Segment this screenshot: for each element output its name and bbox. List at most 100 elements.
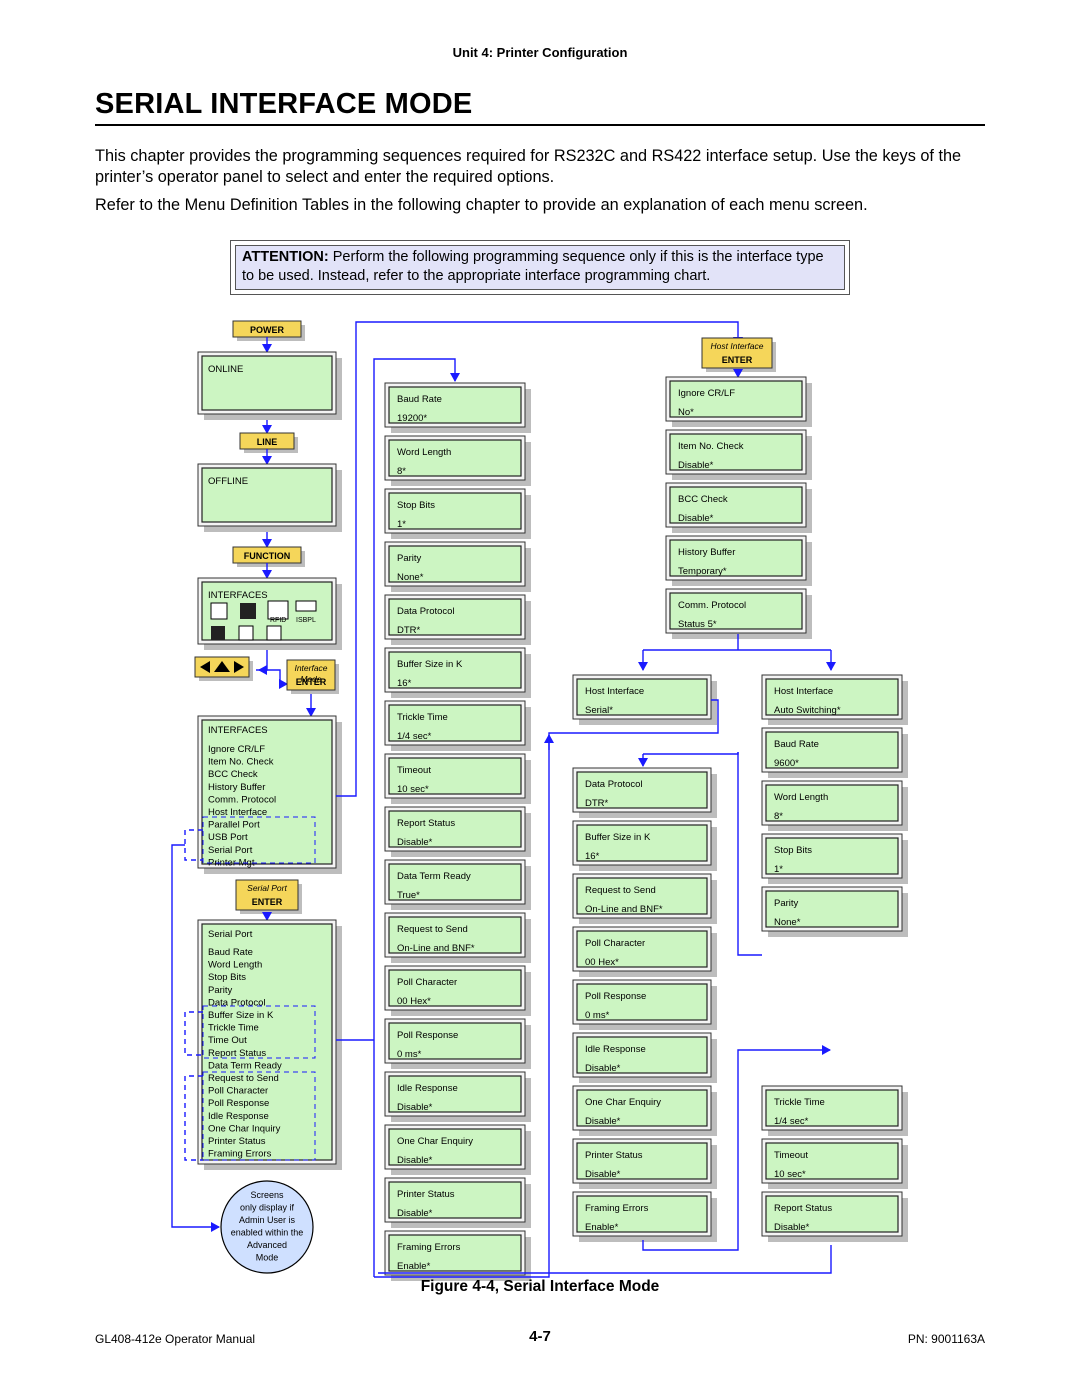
serial-setting-4-value: DTR* bbox=[397, 625, 421, 636]
interfaces-menu-item-0: Ignore CR/LF bbox=[208, 744, 265, 755]
serial-setting-8-display bbox=[388, 810, 522, 848]
interfaces-menu-title: INTERFACES bbox=[208, 725, 268, 736]
serial-setting-1-label: Word Length bbox=[397, 447, 451, 458]
serial-menu-item-13: Idle Response bbox=[208, 1111, 269, 1122]
col3-setting-4-value: 0 ms* bbox=[585, 1010, 610, 1021]
arrow-col4-loop bbox=[737, 752, 762, 956]
serial-menu-item-4: Data Protocol bbox=[208, 997, 266, 1008]
serial-setting-3-label: Parity bbox=[397, 553, 422, 564]
serial-menu-item-6: Trickle Time bbox=[208, 1023, 259, 1034]
admin-note-line-0: Screens bbox=[250, 1190, 284, 1200]
col4-top-setting-0-value: 9600* bbox=[774, 758, 799, 769]
arrow-col3-hook bbox=[643, 752, 739, 755]
col3-setting-0-value: DTR* bbox=[585, 798, 609, 809]
interface-mode-key-mid: Mode bbox=[300, 674, 322, 684]
arrow-dashed-to-note bbox=[171, 844, 220, 1232]
attention-text: Perform the following programming sequen… bbox=[242, 249, 824, 284]
serial-setting-4-display bbox=[388, 598, 522, 636]
admin-note-line-5: Mode bbox=[256, 1253, 279, 1263]
page-title: SERIAL INTERFACE MODE bbox=[95, 88, 473, 120]
host-setting-4-label: Comm. Protocol bbox=[678, 600, 746, 611]
footer-page-number: 4-7 bbox=[529, 1328, 551, 1345]
col3-setting-6-value: Disable* bbox=[585, 1116, 621, 1127]
host-setting-0-value: No* bbox=[678, 407, 694, 418]
col4-bottom-setting-2-display bbox=[765, 1195, 899, 1233]
interfaces-menu-item-2: BCC Check bbox=[208, 769, 258, 780]
serial-setting-16-value: Enable* bbox=[397, 1261, 431, 1272]
serial-setting-8-label: Report Status bbox=[397, 818, 455, 829]
admin-note-line-3: enabled within the bbox=[231, 1228, 304, 1238]
serial-setting-12-value: 0 ms* bbox=[397, 1049, 422, 1060]
interfaces-menu-item-5: Host Interface bbox=[208, 807, 267, 818]
col4-bottom-setting-0-value: 1/4 sec* bbox=[774, 1116, 809, 1127]
col4-top-setting-2-value: 1* bbox=[774, 864, 783, 875]
line-key-text: LINE bbox=[257, 437, 278, 447]
serial-setting-10-display bbox=[388, 916, 522, 954]
col3-setting-5-label: Idle Response bbox=[585, 1044, 646, 1055]
footer-part-number: PN: 9001163A bbox=[907, 1332, 985, 1346]
offline-screen-display bbox=[201, 467, 333, 523]
online-screen-display bbox=[201, 355, 333, 411]
serial-setting-0-display bbox=[388, 386, 522, 424]
serial-setting-0-value: 19200* bbox=[397, 413, 427, 424]
serial-menu-item-10: Request to Send bbox=[208, 1073, 279, 1084]
arrow-col3-to-col4 bbox=[642, 1045, 831, 1251]
col4-bottom-setting-1-value: 10 sec* bbox=[774, 1169, 806, 1180]
interfaces-dashed-group bbox=[202, 816, 316, 864]
arrow-col3-loop bbox=[374, 699, 719, 1278]
serial-setting-7-label: Timeout bbox=[397, 765, 431, 776]
col4-bottom-setting-2-value: Disable* bbox=[774, 1222, 810, 1233]
col4-bottom-setting-1-display bbox=[765, 1142, 899, 1180]
arrow-to-nav bbox=[258, 650, 268, 675]
wizard-icon bbox=[210, 602, 228, 620]
col3-setting-3-display bbox=[576, 930, 708, 968]
left-arrow-icon bbox=[200, 661, 210, 673]
host-interface-enter-key-key bbox=[701, 337, 773, 369]
barcode-icon bbox=[267, 600, 289, 620]
col4-bottom-setting-0-label: Trickle Time bbox=[774, 1097, 825, 1108]
col4-bottom-setting-2-label: Report Status bbox=[774, 1203, 832, 1214]
serial-setting-14-display bbox=[388, 1128, 522, 1166]
serial-menu-item-14: One Char Inquiry bbox=[208, 1123, 281, 1134]
col4-bottom-setting-0-display bbox=[765, 1089, 899, 1127]
col3-setting-2-display bbox=[576, 877, 708, 915]
serial-setting-10-label: Request to Send bbox=[397, 924, 468, 935]
tools-icon bbox=[211, 626, 225, 640]
serial-setting-16-label: Framing Errors bbox=[397, 1242, 461, 1253]
running-header: Unit 4: Printer Configuration bbox=[452, 45, 628, 60]
arrow-nav-to-enter bbox=[256, 669, 288, 689]
serial-setting-2-display bbox=[388, 492, 522, 530]
serial-setting-12-label: Poll Response bbox=[397, 1030, 458, 1041]
serial-setting-6-value: 1/4 sec* bbox=[397, 731, 432, 742]
serial-setting-4-label: Data Protocol bbox=[397, 606, 455, 617]
serial-setting-8-value: Disable* bbox=[397, 837, 433, 848]
host-setting-0-display bbox=[669, 380, 803, 418]
auto-switch-screen-label: Host Interface bbox=[774, 686, 833, 697]
serial-port-enter-key-top-text: Serial Port bbox=[247, 883, 287, 893]
serial-setting-0-label: Baud Rate bbox=[397, 394, 442, 405]
serial-setting-10-value: On-Line and BNF* bbox=[397, 943, 475, 954]
host-setting-4-value: Status 5* bbox=[678, 619, 717, 630]
auto-switch-screen-value: Auto Switching* bbox=[774, 705, 841, 716]
bracket-buffer bbox=[184, 1011, 203, 1056]
interfaces-menu-item-1: Item No. Check bbox=[208, 757, 274, 768]
attention-label: ATTENTION: bbox=[242, 249, 329, 265]
col3-setting-8-display bbox=[576, 1195, 708, 1233]
chip-icon bbox=[240, 603, 256, 619]
col3-setting-0-label: Data Protocol bbox=[585, 779, 643, 790]
intro-paragraph-1: This chapter provides the programming se… bbox=[95, 147, 962, 186]
serial-setting-13-value: Disable* bbox=[397, 1102, 433, 1113]
serial-setting-3-value: None* bbox=[397, 572, 424, 583]
online-screen-text: ONLINE bbox=[208, 364, 243, 375]
col3-setting-4-display bbox=[576, 983, 708, 1021]
col3-setting-2-label: Request to Send bbox=[585, 885, 656, 896]
serial-setting-11-value: 00 Hex* bbox=[397, 996, 431, 1007]
serial-setting-7-display bbox=[388, 757, 522, 795]
col3-setting-1-display bbox=[576, 824, 708, 862]
col4-top-setting-3-display bbox=[765, 890, 899, 928]
admin-note-circle bbox=[220, 1180, 314, 1274]
host-setting-1-display bbox=[669, 433, 803, 471]
col3-setting-8-value: Enable* bbox=[585, 1222, 619, 1233]
interface-mode-enter-key-top-text: Interface bbox=[294, 663, 327, 673]
